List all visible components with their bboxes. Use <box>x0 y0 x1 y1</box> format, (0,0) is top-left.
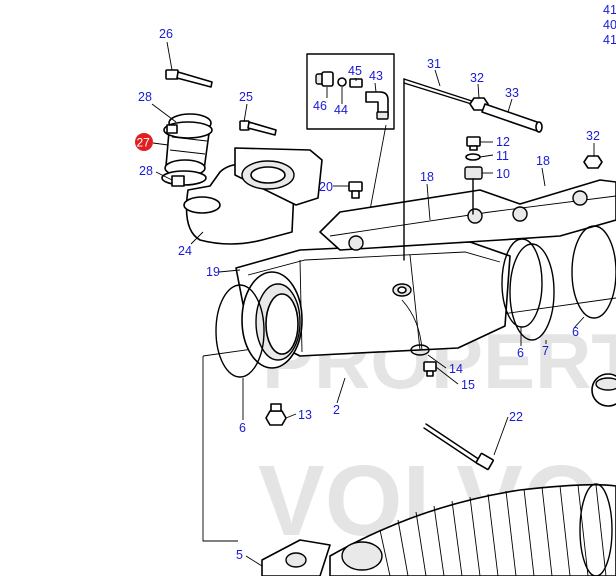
callout-10[interactable]: 10 <box>496 167 510 181</box>
end-cover-5 <box>261 539 331 576</box>
gasket-6-left <box>215 284 265 378</box>
callout-11[interactable]: 11 <box>496 149 509 163</box>
zinc-anode-10 <box>464 166 483 215</box>
callout-19[interactable]: 19 <box>206 265 220 279</box>
callout-12[interactable]: 12 <box>496 135 510 149</box>
hose-clamps-28 <box>161 121 213 187</box>
manifold-housing-19 <box>235 241 511 369</box>
callout-6-left[interactable]: 6 <box>239 421 246 435</box>
gasket-6-mid <box>501 238 543 328</box>
callout-41[interactable]: 41 <box>603 3 616 17</box>
tube-stack-insert <box>329 483 616 576</box>
callout-31[interactable]: 31 <box>427 57 441 71</box>
callout-40[interactable]: 40 <box>603 18 616 32</box>
callout-41b[interactable]: 41 <box>603 33 616 47</box>
bolt-26 <box>165 69 213 88</box>
callout-32-right[interactable]: 32 <box>586 129 600 143</box>
callout-44[interactable]: 44 <box>334 103 348 117</box>
plug-20 <box>348 181 363 199</box>
callout-46[interactable]: 46 <box>313 99 327 113</box>
nut-32-right <box>583 155 603 169</box>
callout-15[interactable]: 15 <box>461 378 475 392</box>
callout-32-upper[interactable]: 32 <box>470 71 484 85</box>
plug-12 <box>466 136 481 151</box>
callout-27[interactable]: 27 <box>137 136 151 150</box>
gasket-7 <box>509 243 555 341</box>
washer-11 <box>465 153 481 161</box>
bolt-22 <box>423 423 494 471</box>
stud-31 <box>403 78 479 261</box>
callout-18-left[interactable]: 18 <box>420 170 434 184</box>
callout-2[interactable]: 2 <box>333 403 340 417</box>
callout-25[interactable]: 25 <box>239 90 253 104</box>
callout-26[interactable]: 26 <box>159 27 173 41</box>
callout-5[interactable]: 5 <box>236 548 243 562</box>
callout-7[interactable]: 7 <box>542 344 549 358</box>
callout-28-upper[interactable]: 28 <box>138 90 152 104</box>
gasket-18 <box>319 179 616 251</box>
callout-6-mid[interactable]: 6 <box>517 346 524 360</box>
callout-28-lower[interactable]: 28 <box>139 164 153 178</box>
callout-33[interactable]: 33 <box>505 86 519 100</box>
nut-13 <box>265 403 287 426</box>
exhaust-elbow-24 <box>183 147 323 245</box>
gasket-6-right <box>571 225 616 319</box>
callout-27-highlight[interactable]: 27 <box>135 133 153 151</box>
sealing-ring-14 <box>410 344 430 356</box>
sleeve-33 <box>481 103 543 133</box>
callout-22[interactable]: 22 <box>509 410 523 424</box>
callout-24[interactable]: 24 <box>178 244 192 258</box>
leader-lines <box>151 41 595 567</box>
callout-6-right[interactable]: 6 <box>572 325 579 339</box>
nipple-46 <box>315 71 334 87</box>
callout-13[interactable]: 13 <box>298 408 312 422</box>
inset-box <box>306 53 395 233</box>
plug-15 <box>423 361 437 377</box>
callout-43[interactable]: 43 <box>369 69 383 83</box>
elbow-43 <box>365 91 389 120</box>
callout-labels: 41 40 41 26 28 27 28 25 24 19 20 45 43 4… <box>135 3 616 562</box>
callout-18-right[interactable]: 18 <box>536 154 550 168</box>
callout-20[interactable]: 20 <box>319 180 333 194</box>
callout-14[interactable]: 14 <box>449 362 463 376</box>
callout-45[interactable]: 45 <box>348 64 362 78</box>
screw-25 <box>239 120 277 136</box>
washer-44 <box>337 77 347 87</box>
